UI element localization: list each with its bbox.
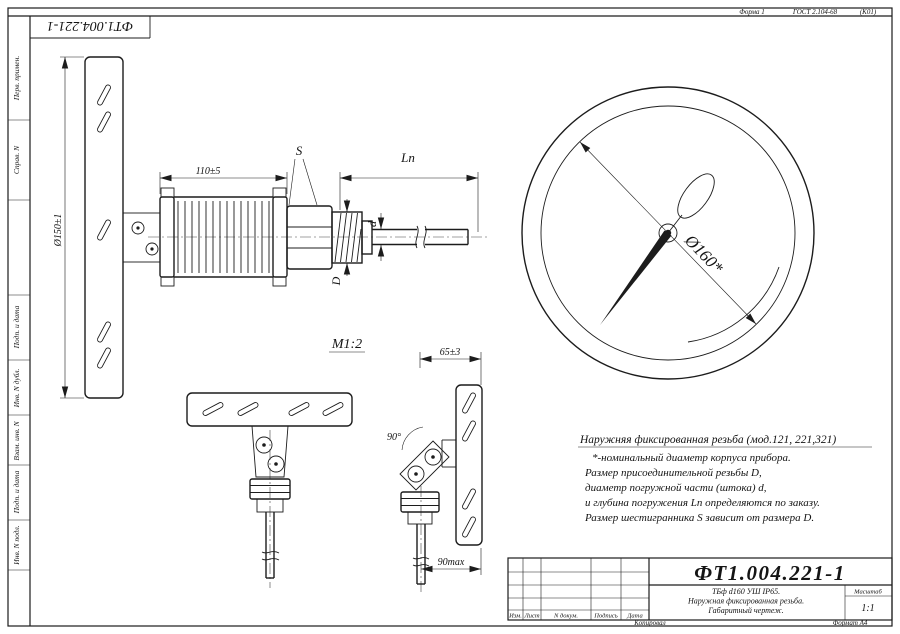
footer-kopiroval: Копировал bbox=[633, 619, 665, 627]
dim-hex-size: S bbox=[296, 143, 303, 158]
product-name-1: ТБф d160 УШ IP65. bbox=[712, 587, 780, 596]
col-ndoc: N докум. bbox=[553, 613, 578, 620]
title-block: Изм. Лист N докум. Подпись Дата ФТ1.004.… bbox=[507, 557, 893, 627]
note-line-2: Размер присоединительной резьбы D, bbox=[584, 467, 762, 479]
gost-label: ГОСТ 2.104-68 bbox=[792, 8, 838, 16]
col-list: Лист bbox=[523, 613, 540, 620]
body-fins bbox=[177, 201, 270, 273]
note-line-5: Размер шестигранника S зависит от размер… bbox=[584, 512, 814, 524]
form-label: Форма 1 bbox=[739, 8, 765, 16]
product-name-3: Габаритный чертеж. bbox=[707, 606, 783, 615]
notes: Наружняя фиксированная резьба (мод.121, … bbox=[578, 434, 872, 524]
footer-format: Формат А4 bbox=[833, 619, 868, 627]
side-view: Ø150±1 110±5 S Ln d D bbox=[53, 56, 488, 399]
col-data: Дата bbox=[626, 613, 642, 620]
dim-body-width: 110±5 bbox=[196, 166, 221, 177]
note-line-3: диаметр погружной части (штока) d, bbox=[585, 482, 767, 494]
margin-label-inv-podl: Инв. N подл. bbox=[12, 525, 21, 565]
dim-angle: 90° bbox=[387, 432, 401, 443]
margin-label-vzam-inv: Взам. инв. N bbox=[12, 420, 21, 460]
product-name-2: Наружная фиксированная резьба. bbox=[687, 597, 804, 606]
margin-label-perv-primen: Перв. примен. bbox=[12, 56, 21, 102]
plate-slots bbox=[97, 84, 111, 369]
dim-dial-dia: Ø160* bbox=[680, 230, 727, 278]
note-line-4: и глубина погружения Ln определяются по … bbox=[585, 497, 820, 509]
stamp-top-left: ФТ1.004.221-1 bbox=[47, 18, 134, 33]
margin-column: Перв. примен. Справ. N Подп. и дата Инв.… bbox=[8, 56, 30, 571]
scaled-views: М1:2 bbox=[186, 337, 483, 592]
margin-label-podp-data-1: Подп. и дата bbox=[12, 305, 21, 349]
notes-title: Наружняя фиксированная резьба (мод.121, … bbox=[579, 434, 836, 446]
view-scale-label: М1:2 bbox=[331, 337, 362, 352]
dial-needle bbox=[600, 230, 672, 325]
scale-label: Масштаб bbox=[853, 589, 882, 596]
sheet-frame: ФТ1.004.221-1 Форма 1 ГОСТ 2.104-68 (К01… bbox=[7, 7, 893, 627]
code-label: (К01) bbox=[860, 8, 877, 16]
dial-view: Ø160* bbox=[521, 86, 815, 380]
margin-label-podp-data-2: Подп. и дата bbox=[12, 470, 21, 514]
margin-label-inv-dubl: Инв. N дубл. bbox=[12, 368, 21, 408]
dim-immersion: Ln bbox=[400, 150, 415, 165]
note-line-1: *-номинальный диаметр корпуса прибора. bbox=[592, 452, 791, 464]
dim-plate-dia: Ø150±1 bbox=[53, 214, 64, 248]
margin-label-sprav-n: Справ. N bbox=[12, 145, 21, 174]
col-podp: Подпись bbox=[593, 613, 618, 620]
side-angled-view: 90° 65±3 90max bbox=[387, 347, 483, 592]
designation: ФТ1.004.221-1 bbox=[694, 561, 845, 585]
dim-max-len: 90max bbox=[438, 557, 465, 568]
dim-stem-dia: d bbox=[365, 220, 379, 227]
dim-thread-dia: D bbox=[329, 276, 343, 286]
col-izm: Изм. bbox=[508, 613, 522, 620]
dim-offset: 65±3 bbox=[440, 347, 461, 358]
scale-value: 1:1 bbox=[861, 603, 874, 614]
front-straight-view bbox=[186, 392, 353, 588]
